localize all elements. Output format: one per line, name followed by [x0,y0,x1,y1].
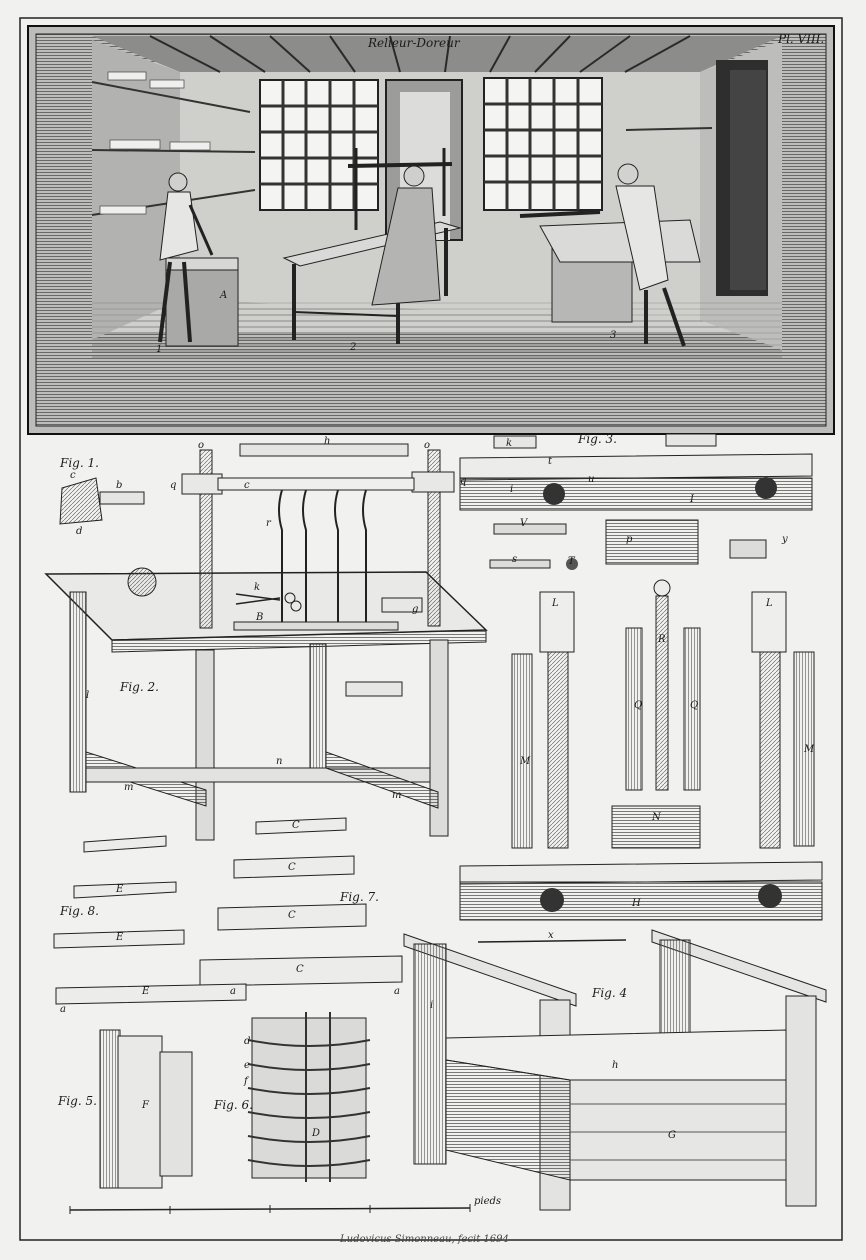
letter-k-scissors: k [254,582,261,593]
fig-7-label: Fig. 7. [340,890,379,904]
letter-r-cord: r [266,518,271,529]
letter-c-fig1: c [70,470,76,481]
letter-C-4: C [296,964,304,975]
fig-6-label: Fig. 6. [214,1098,253,1112]
letter-e-fig6: e [244,1060,250,1071]
window-left [259,79,379,211]
fig-2-label: Fig. 2. [120,680,159,694]
letter-f-fig6: f [244,1076,248,1087]
letter-c-bar: c [244,480,250,491]
letter-L-right: L [766,598,773,609]
press-small-parts [489,519,767,570]
plate-title: Relieur-Doreur [368,36,460,50]
letter-G: G [668,1130,676,1141]
letter-H: H [632,898,641,909]
worker-at-press [519,163,701,347]
vignette-label-3: 3 [610,330,617,341]
letter-T: T [568,556,575,567]
letter-y: y [782,534,788,545]
scale-label: pieds [474,1196,502,1207]
letter-a-board: a [60,1004,66,1015]
tied-bundle [247,1012,371,1182]
letter-I-fig3: I [690,494,694,505]
letter-i-fig3: i [510,484,514,495]
boards [53,817,403,1005]
letter-C-1: C [292,820,300,831]
trough [403,929,827,1211]
letter-m-right: m [392,790,402,801]
letter-a-board-3: a [394,986,400,997]
scale-bar [69,1204,471,1214]
letter-M-right: M [804,744,815,755]
fig-5-label: Fig. 5. [58,1094,97,1108]
letter-q-right: q [460,476,467,487]
sewing-frame [44,443,488,841]
letter-M-left: M [520,756,531,767]
letter-Q-right: Q [690,700,699,711]
letter-p-block: p [626,534,633,545]
fig-3-label: Fig. 3. [578,432,617,446]
engraver-credit: Ludovicus Simonneau, fecit 1694 [340,1234,509,1245]
letter-o-left: o [198,440,205,451]
beating-hammer [59,477,145,525]
press-screws [511,579,815,849]
letter-q-left: q [170,480,177,491]
letter-b-fig1: b [116,480,123,491]
letter-E-1: E [116,884,124,895]
fig-8-label: Fig. 8. [60,904,99,918]
letter-V: V [520,518,528,529]
letter-h-trough: h [612,1060,619,1071]
letter-N: N [652,812,661,823]
letter-C-3: C [288,910,296,921]
fig-4-label: Fig. 4 [592,986,628,1000]
vignette-label-a: A [220,290,228,301]
letter-R: R [658,634,666,645]
window-right [483,77,603,211]
letter-L-left: L [552,598,559,609]
press-beam-top [459,433,813,511]
letter-E-3: E [142,986,150,997]
letter-l-leg: l [86,690,90,701]
letter-t-fig3: t [548,456,553,467]
letter-a-board-2: a [230,986,236,997]
letter-m-left: m [124,782,134,793]
press-beam-bottom [459,861,823,921]
sewing-table [282,148,462,344]
fig-1-label: Fig. 1. [60,456,99,470]
letter-u-fig3: u [588,474,595,485]
worker-beating-block [158,172,239,347]
letter-k-fig3: k [506,438,513,449]
book-block [99,1029,193,1189]
letter-h-bar: h [324,436,331,447]
letter-F: F [142,1100,149,1111]
vignette-label-1: 1 [156,344,163,355]
letter-x: x [548,930,554,941]
letter-B: B [256,612,264,623]
letter-Q-left: Q [634,700,643,711]
letter-d-fig6: d [244,1036,251,1047]
letter-n-stretcher: n [276,756,283,767]
letter-d-fig1: d [76,526,83,537]
letter-s: s [512,554,518,565]
workshop-vignette [27,25,835,435]
letter-g-key: g [412,604,419,615]
vignette-label-2: 2 [350,342,357,353]
letter-E-2: E [116,932,124,943]
letter-C-2: C [288,862,296,873]
letter-o-right: o [424,440,431,451]
plate-number: Pl. VIII. [778,32,825,46]
letter-i-trough: i [430,1000,434,1011]
letter-D: D [312,1128,321,1139]
